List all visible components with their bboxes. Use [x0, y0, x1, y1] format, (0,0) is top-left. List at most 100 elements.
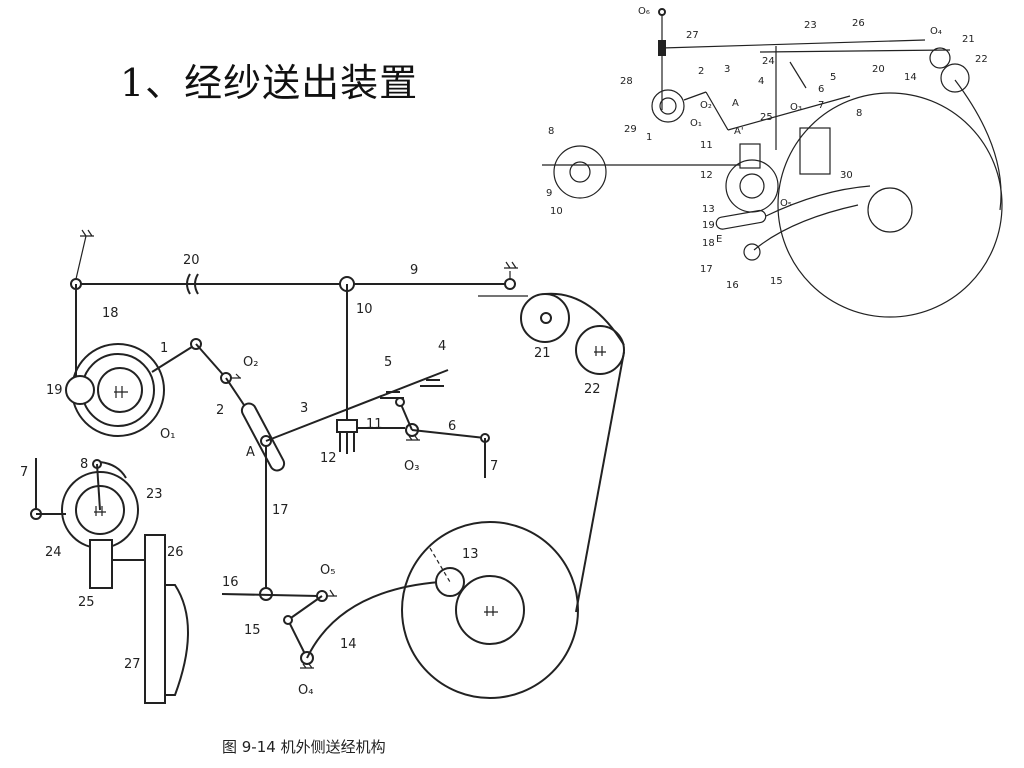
inset-slot-18: [715, 209, 767, 230]
inset-label-24: 24: [762, 56, 775, 67]
inset-label-e: E: [716, 234, 722, 245]
inset-label-16: 16: [726, 280, 739, 291]
inset-label-17: 17: [700, 264, 713, 275]
inset-roller-21: [929, 47, 951, 69]
inset-label-8a: 8: [548, 126, 554, 137]
pivot-15: [283, 615, 293, 625]
label-13: 13: [462, 547, 479, 562]
link-o2: [195, 343, 227, 379]
inset-gear-13: [739, 173, 765, 199]
shaft-25: [89, 539, 113, 589]
inset-label-8b: 8: [856, 108, 862, 119]
label-12: 12: [320, 451, 337, 466]
link-5-6: [399, 401, 413, 431]
inset-warp-thread: [954, 79, 1002, 211]
inset-label-6: 6: [818, 84, 824, 95]
inset-pivot-16: [743, 243, 761, 261]
spring-20: [186, 273, 199, 295]
label-25: 25: [78, 595, 95, 610]
inset-gear-29: [651, 89, 685, 123]
inset-link-5: [789, 61, 807, 89]
clutch-4-5: [380, 379, 444, 399]
label-10: 10: [356, 302, 373, 317]
label-3: 3: [300, 401, 308, 416]
inset-pivot-o6: [658, 8, 666, 16]
dashpot-12: [339, 432, 355, 454]
label-21: 21: [534, 346, 551, 361]
inset-label-13: 13: [702, 204, 715, 215]
beam-27-bulge: [165, 584, 189, 696]
inset-label-5: 5: [830, 72, 836, 83]
label-a: A: [246, 445, 255, 460]
warp-beam-13-outer: [401, 521, 579, 699]
inset-label-27: 27: [686, 30, 699, 41]
inset-label-12: 12: [700, 170, 713, 181]
anchor-o4: [300, 663, 314, 669]
label-27: 27: [124, 657, 141, 672]
lever-6: [411, 429, 486, 439]
inset-label-11: 11: [700, 140, 713, 151]
inset-label-2: 2: [698, 66, 704, 77]
label-5: 5: [384, 355, 392, 370]
inset-arm-o5: [765, 185, 871, 217]
inset-label-o4: O₄: [930, 26, 942, 37]
inset-label-14: 14: [904, 72, 917, 83]
inset-roller-10: [569, 161, 591, 183]
rod-16: [221, 593, 319, 597]
label-15: 15: [244, 623, 261, 638]
label-16: 16: [222, 575, 239, 590]
inset-label-19: 19: [702, 220, 715, 231]
inset-label-20: 20: [872, 64, 885, 75]
label-26: 26: [167, 545, 184, 560]
label-o1: O₁: [160, 427, 175, 442]
label-24: 24: [45, 545, 62, 560]
warp-beam-13-inner: [455, 575, 525, 645]
inset-label-4: 4: [758, 76, 764, 87]
inset-label-1: 1: [646, 132, 652, 143]
inset-label-15: 15: [770, 276, 783, 287]
roller-21-hub: [540, 312, 552, 324]
gear-18-hub: [97, 367, 143, 413]
pivot-24-marker: [94, 506, 106, 516]
anchor-top-left: [75, 229, 94, 280]
beam-26-27: [144, 534, 166, 704]
inset-label-21: 21: [962, 34, 975, 45]
inset-label-a-prime: A': [734, 126, 744, 137]
beam-hub-marker: [484, 606, 498, 616]
label-o2: O₂: [243, 355, 258, 370]
label-17: 17: [272, 503, 289, 518]
warp-thread-2: [575, 351, 625, 613]
label-6: 6: [448, 419, 456, 434]
label-22: 22: [584, 382, 601, 397]
inset-label-26: 26: [852, 18, 865, 29]
inset-label-22: 22: [975, 54, 988, 65]
inset-arm-15: [753, 204, 859, 251]
inset-label-30: 30: [840, 170, 853, 181]
inset-label-18: 18: [702, 238, 715, 249]
inset-label-23: 23: [804, 20, 817, 31]
pawl-8-arm: [99, 461, 127, 479]
arm-14: [306, 581, 441, 659]
arm-1: [151, 344, 196, 373]
inset-label-25: 25: [760, 112, 773, 123]
inset-label-a: A: [732, 98, 739, 109]
inset-block-11: [739, 143, 761, 169]
inset-beam-14: [777, 92, 1003, 318]
pawl-8: [96, 463, 101, 511]
inset-label-9: 9: [546, 188, 552, 199]
inset-label-3: 3: [724, 64, 730, 75]
inset-label-7: 7: [818, 100, 824, 111]
anchor-top-right: [504, 261, 518, 279]
label-o3: O₃: [404, 459, 419, 474]
anchor-o3: [406, 435, 420, 441]
label-19: 19: [46, 383, 63, 398]
label-o5: O₅: [320, 563, 335, 578]
main-mechanism-diagram: 20 9 10 18 1 O₂ 19 O₁ 2 3 5 4 11 12 6 O₃…: [20, 229, 625, 704]
label-11: 11: [366, 417, 383, 432]
label-4: 4: [438, 339, 446, 354]
label-23: 23: [146, 487, 163, 502]
inset-rod-20: [759, 49, 951, 53]
inset-beam-hub: [867, 187, 913, 233]
label-9: 9: [410, 263, 418, 278]
